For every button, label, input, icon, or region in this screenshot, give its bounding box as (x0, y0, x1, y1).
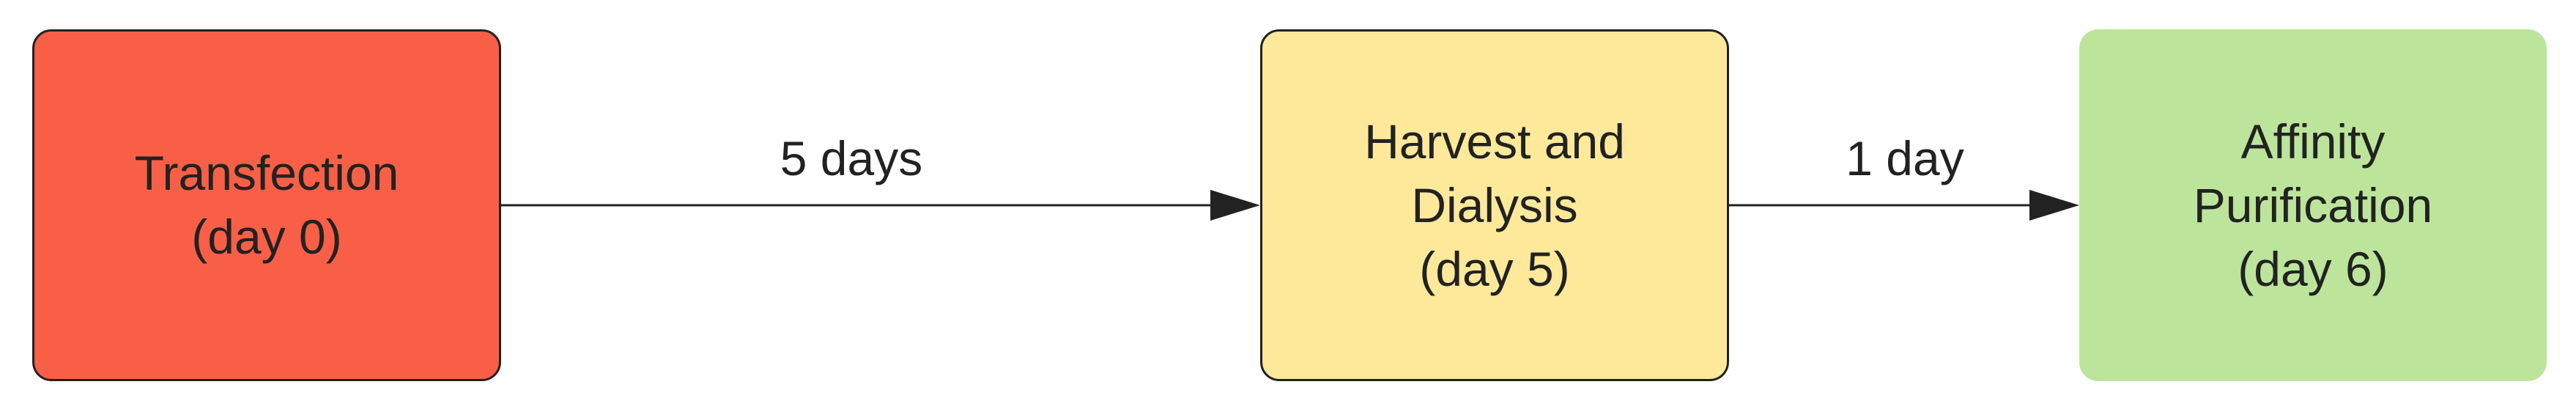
node-label-line: Affinity (2240, 114, 2386, 169)
node-transfection[interactable]: Transfection (day 0) (32, 29, 501, 381)
node-label-line: Dialysis (1411, 177, 1578, 232)
node-label-line: (day 6) (2238, 241, 2388, 296)
node-label-line: (day 0) (191, 210, 342, 264)
node-label-line: (day 5) (1419, 241, 1570, 296)
node-label-line: Transfection (134, 146, 399, 200)
edge-label-5-days: 5 days (780, 131, 923, 185)
node-harvest-dialysis[interactable]: Harvest and Dialysis (day 5) (1260, 29, 1729, 381)
arrowhead-icon (2029, 190, 2079, 221)
edge-label-1-day: 1 day (1846, 131, 1964, 185)
arrow-transfection-to-harvest (501, 190, 1260, 221)
node-label-line: Harvest and (1364, 114, 1625, 169)
arrowhead-icon (1210, 190, 1260, 221)
arrow-harvest-to-affinity (1729, 190, 2079, 221)
node-label-line: Purification (2193, 177, 2433, 232)
node-affinity-purification[interactable]: Affinity Purification (day 6) (2079, 29, 2547, 381)
